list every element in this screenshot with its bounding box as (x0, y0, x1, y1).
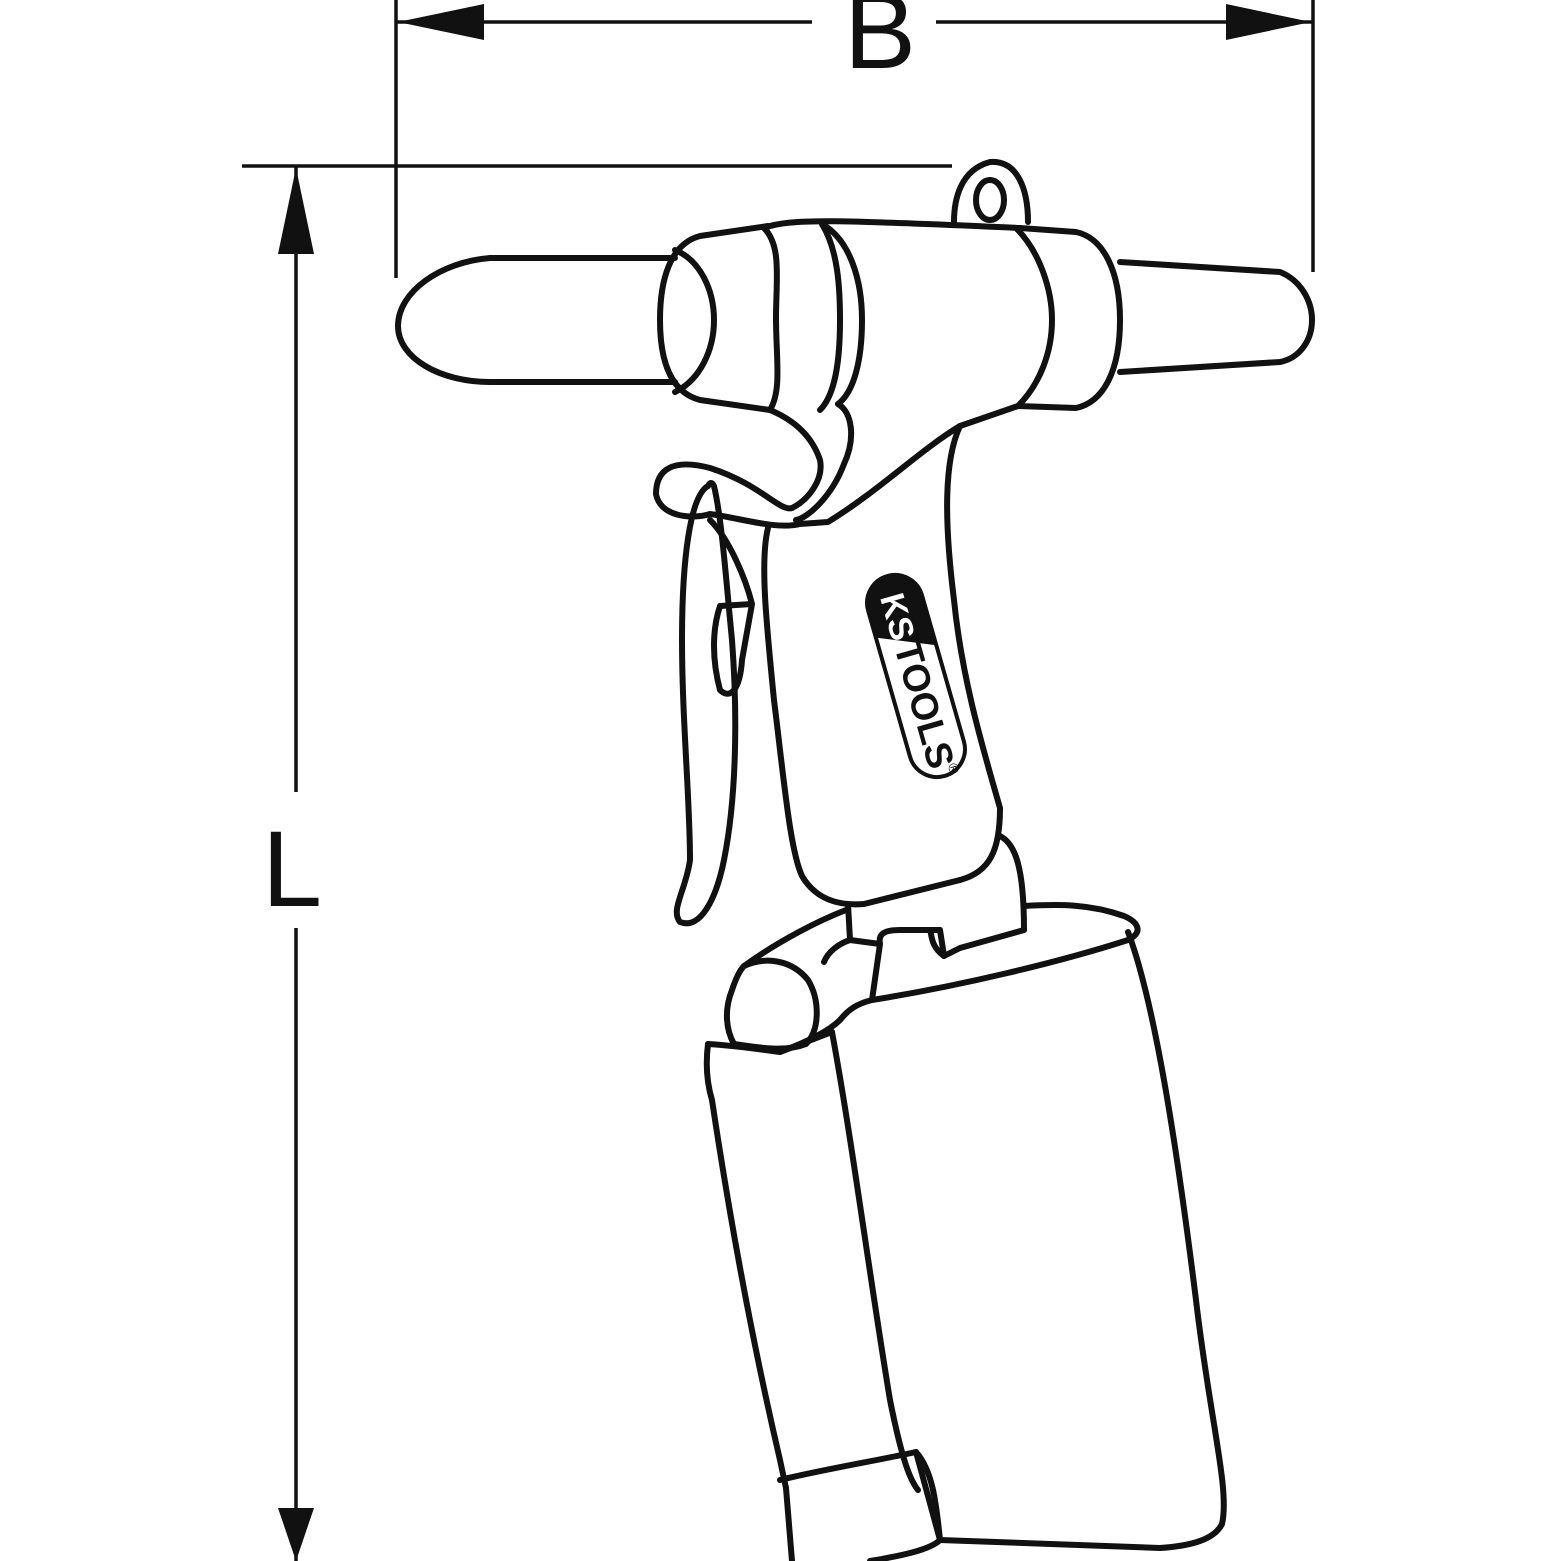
dim-b-arrow-right (1226, 4, 1311, 40)
dimension-b: B (394, 0, 1315, 278)
trigger-guard (653, 403, 1021, 529)
dim-b-label: B (844, 0, 916, 91)
cylinder-top-ellipse (869, 902, 1141, 1003)
dim-l-arrow-bottom (278, 1508, 314, 1561)
eyelet-hole (973, 177, 1007, 223)
cylinder-seam (829, 1029, 921, 1493)
handle-neck-line (767, 407, 824, 511)
handle-front-hook (793, 401, 855, 523)
rivet-tool: KS TOOLS ® (395, 158, 1315, 1561)
handle-base-collar (927, 833, 1027, 959)
trigger-lever (673, 480, 739, 927)
logo-ks-panel (867, 574, 937, 646)
handle-grip-front (761, 525, 963, 908)
rear-tail (1117, 259, 1315, 375)
dimension-l: L (242, 164, 952, 1561)
rear-ring (1013, 225, 1055, 409)
bottom-cap-line (913, 1449, 1163, 1551)
handle-grip-rear (944, 423, 1003, 883)
head-body-front (819, 221, 865, 407)
air-valve-knob (724, 957, 820, 1052)
front-ring (761, 225, 781, 413)
cylinder-right-wall (1125, 929, 1227, 1551)
air-inlet-body (703, 1041, 789, 1491)
dim-b-arrow-left (398, 4, 484, 40)
front-ring-groove (817, 221, 843, 413)
hanging-eyelet (951, 158, 1031, 225)
dim-l-label: L (262, 808, 322, 929)
dim-l-arrow-top (278, 168, 314, 254)
bottom-end-cap (777, 1449, 943, 1561)
air-valve-block (741, 907, 853, 969)
air-inlet-top (705, 1029, 835, 1055)
nose-piece (395, 255, 678, 385)
rear-section (1015, 225, 1123, 411)
nose-collar-front-edge (672, 247, 717, 395)
handle-base-step (845, 901, 947, 959)
trigger-valve-stem (707, 517, 755, 697)
head-body-top (761, 218, 1023, 231)
